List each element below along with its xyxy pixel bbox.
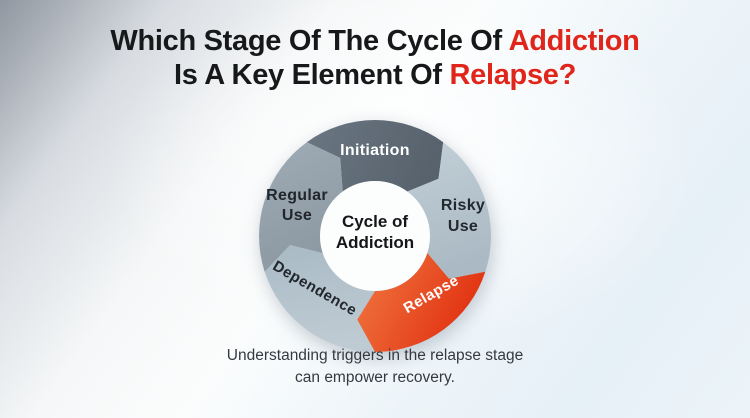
label-risky-use-line2: Use	[448, 218, 478, 235]
title-line-2: Is A Key Element Of Relapse?	[0, 58, 750, 92]
label-initiation: Initiation	[340, 142, 410, 159]
segment-dependence	[264, 244, 375, 352]
title-accent-addiction: Addiction	[508, 25, 640, 57]
title-accent-relapse: Relapse?	[449, 59, 577, 91]
title-line-1-text: Which Stage Of The Cycle Of	[110, 25, 509, 57]
cycle-diagram-svg: Initiation Risky Use Relapse Dependence …	[259, 120, 491, 352]
title-line-2-text: Is A Key Element Of	[173, 59, 450, 91]
center-circle	[320, 181, 430, 291]
label-regular-use-line2: Use	[282, 207, 312, 224]
caption: Understanding triggers in the relapse st…	[0, 345, 750, 388]
segment-initiation	[306, 120, 444, 192]
segment-relapse	[357, 253, 486, 352]
cycle-diagram: Initiation Risky Use Relapse Dependence …	[256, 117, 494, 355]
center-label-line2: Addiction	[336, 233, 414, 252]
title-line-1: Which Stage Of The Cycle Of Addiction	[0, 24, 750, 58]
page-title: Which Stage Of The Cycle Of Addiction Is…	[0, 24, 750, 92]
center-label-line1: Cycle of	[342, 212, 408, 231]
label-risky-use-line1: Risky	[441, 197, 485, 214]
segment-regular-use	[259, 142, 343, 272]
segment-risky-use	[407, 142, 491, 279]
caption-line-2: can empower recovery.	[295, 368, 455, 386]
caption-line-1: Understanding triggers in the relapse st…	[226, 347, 524, 364]
label-regular-use-line1: Regular	[266, 187, 328, 204]
